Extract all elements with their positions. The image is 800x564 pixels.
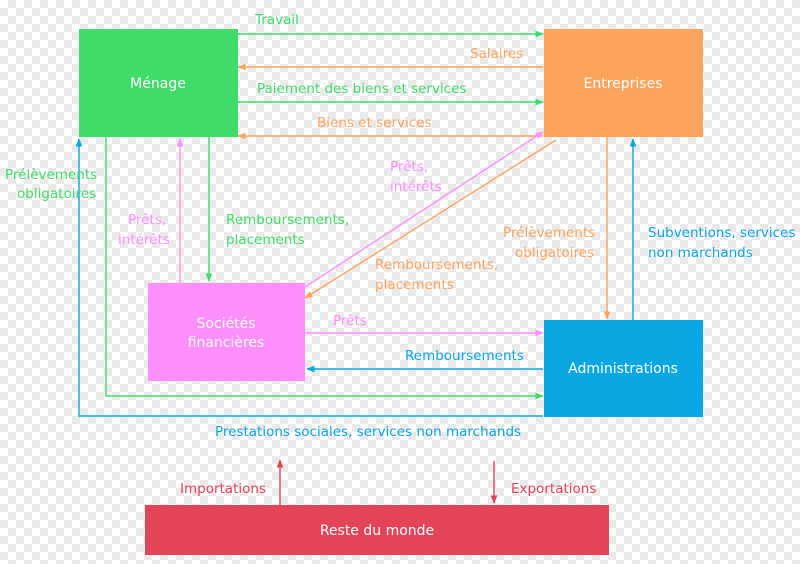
societes-box xyxy=(148,283,305,381)
node-menage: Ménage xyxy=(79,29,238,137)
label-importations: Importations xyxy=(180,481,266,497)
arrow-remb-entreprises xyxy=(304,139,557,299)
administrations-label: Administrations xyxy=(568,361,678,377)
label-prelevements-entreprises-2: obligatoires xyxy=(515,245,594,261)
label-remb-menage-1: Remboursements, xyxy=(226,212,349,228)
label-prelevements-menage-2: obligatoires xyxy=(17,186,96,202)
entreprises-box xyxy=(544,29,703,137)
node-societes-financieres: Sociétés financières xyxy=(148,283,305,381)
label-prestations: Prestations sociales, services non march… xyxy=(215,424,521,440)
societes-label-line2: financières xyxy=(188,335,265,351)
label-prets-menage-1: Prêts, xyxy=(128,212,166,228)
label-prelevements-entreprises-1: Prélèvements xyxy=(503,225,595,241)
label-prets-admin: Prêts xyxy=(333,313,367,329)
node-entreprises: Entreprises xyxy=(544,29,703,137)
label-travail: Travail xyxy=(254,12,299,28)
label-prelevements-menage-1: Prélèvements xyxy=(5,167,97,183)
label-subventions-1: Subventions, services xyxy=(648,225,795,241)
label-paiement: Paiement des biens et services xyxy=(257,81,466,97)
label-exportations: Exportations xyxy=(511,481,596,497)
label-biens: Biens et services xyxy=(317,115,431,131)
label-remb-admin: Remboursements xyxy=(405,348,524,364)
label-remb-menage-2: placements xyxy=(226,232,305,248)
node-reste-du-monde: Reste du monde xyxy=(145,505,609,555)
societes-label-line1: Sociétés xyxy=(196,316,255,332)
node-administrations: Administrations xyxy=(544,320,703,417)
label-remb-entreprises-1: Remboursements, xyxy=(375,257,498,273)
menage-box xyxy=(79,29,238,137)
label-prets-menage-2: intérêts xyxy=(118,232,170,248)
label-subventions-2: non marchands xyxy=(648,245,753,261)
menage-label: Ménage xyxy=(130,76,186,92)
arrow-prestations xyxy=(75,138,543,417)
administrations-box xyxy=(544,320,703,417)
label-prets-entreprises-2: intérêts xyxy=(390,179,442,195)
entreprises-label: Entreprises xyxy=(583,76,662,92)
reste-box xyxy=(145,505,609,555)
arrow-prelevements-menage xyxy=(105,137,544,400)
label-remb-entreprises-2: placements xyxy=(375,277,454,293)
reste-label: Reste du monde xyxy=(320,523,434,539)
arrow-prets-entreprises xyxy=(304,131,544,288)
label-salaires: Salaires xyxy=(470,46,523,62)
label-prets-entreprises-1: Prêts, xyxy=(390,159,428,175)
